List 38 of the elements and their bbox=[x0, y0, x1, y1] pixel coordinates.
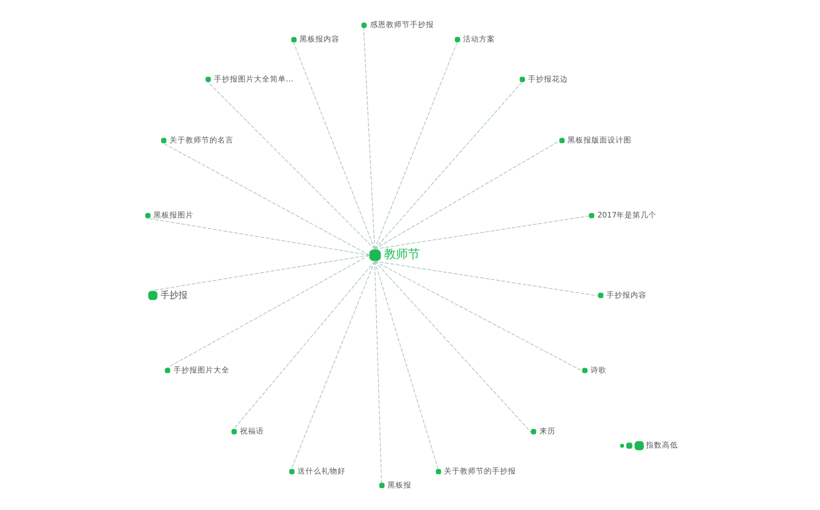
node-label: 手抄报 bbox=[160, 290, 187, 301]
node-label: 手抄报图片大全 bbox=[172, 365, 229, 374]
node-label: 关于教师节的名言 bbox=[168, 135, 233, 144]
node-label: 手抄报花边 bbox=[528, 74, 568, 84]
connector bbox=[292, 42, 375, 250]
connector bbox=[374, 42, 457, 250]
node-label: 来历 bbox=[538, 426, 555, 436]
node-label: 手抄报图片大全简单... bbox=[213, 74, 293, 84]
connector bbox=[374, 140, 560, 250]
connector bbox=[374, 260, 598, 296]
connector bbox=[146, 218, 370, 256]
connector bbox=[374, 260, 382, 484]
connector bbox=[162, 142, 370, 256]
connector bbox=[374, 260, 531, 432]
node-label: 黑板报 bbox=[387, 480, 412, 490]
connector bbox=[166, 254, 370, 368]
connector bbox=[374, 82, 522, 250]
connector bbox=[374, 260, 582, 372]
connector bbox=[362, 28, 375, 250]
connector bbox=[232, 260, 375, 430]
node-label: 关于教师节的手抄报 bbox=[444, 466, 516, 476]
node-label: 手抄报内容 bbox=[606, 290, 646, 300]
node-label: 诗歌 bbox=[590, 365, 606, 374]
connector bbox=[290, 260, 375, 470]
connector bbox=[152, 254, 370, 291]
node-label: 黑板报版面设计图 bbox=[567, 135, 632, 144]
connector bbox=[374, 216, 589, 250]
node-label: 感恩教师节手抄报 bbox=[369, 20, 434, 30]
node-label: 教师节 bbox=[383, 247, 420, 262]
node-label: 祝福语 bbox=[239, 426, 264, 436]
connector bbox=[374, 260, 438, 470]
node-label: 2017年是第几个 bbox=[596, 210, 656, 220]
node-label: 黑板报内容 bbox=[299, 34, 340, 44]
node-label: 活动方案 bbox=[462, 34, 495, 44]
node-label: 送什么礼物好 bbox=[297, 466, 346, 476]
legend-label: 指数高低 bbox=[646, 440, 678, 450]
connector bbox=[206, 82, 375, 250]
node-label: 黑板报图片 bbox=[153, 210, 194, 220]
